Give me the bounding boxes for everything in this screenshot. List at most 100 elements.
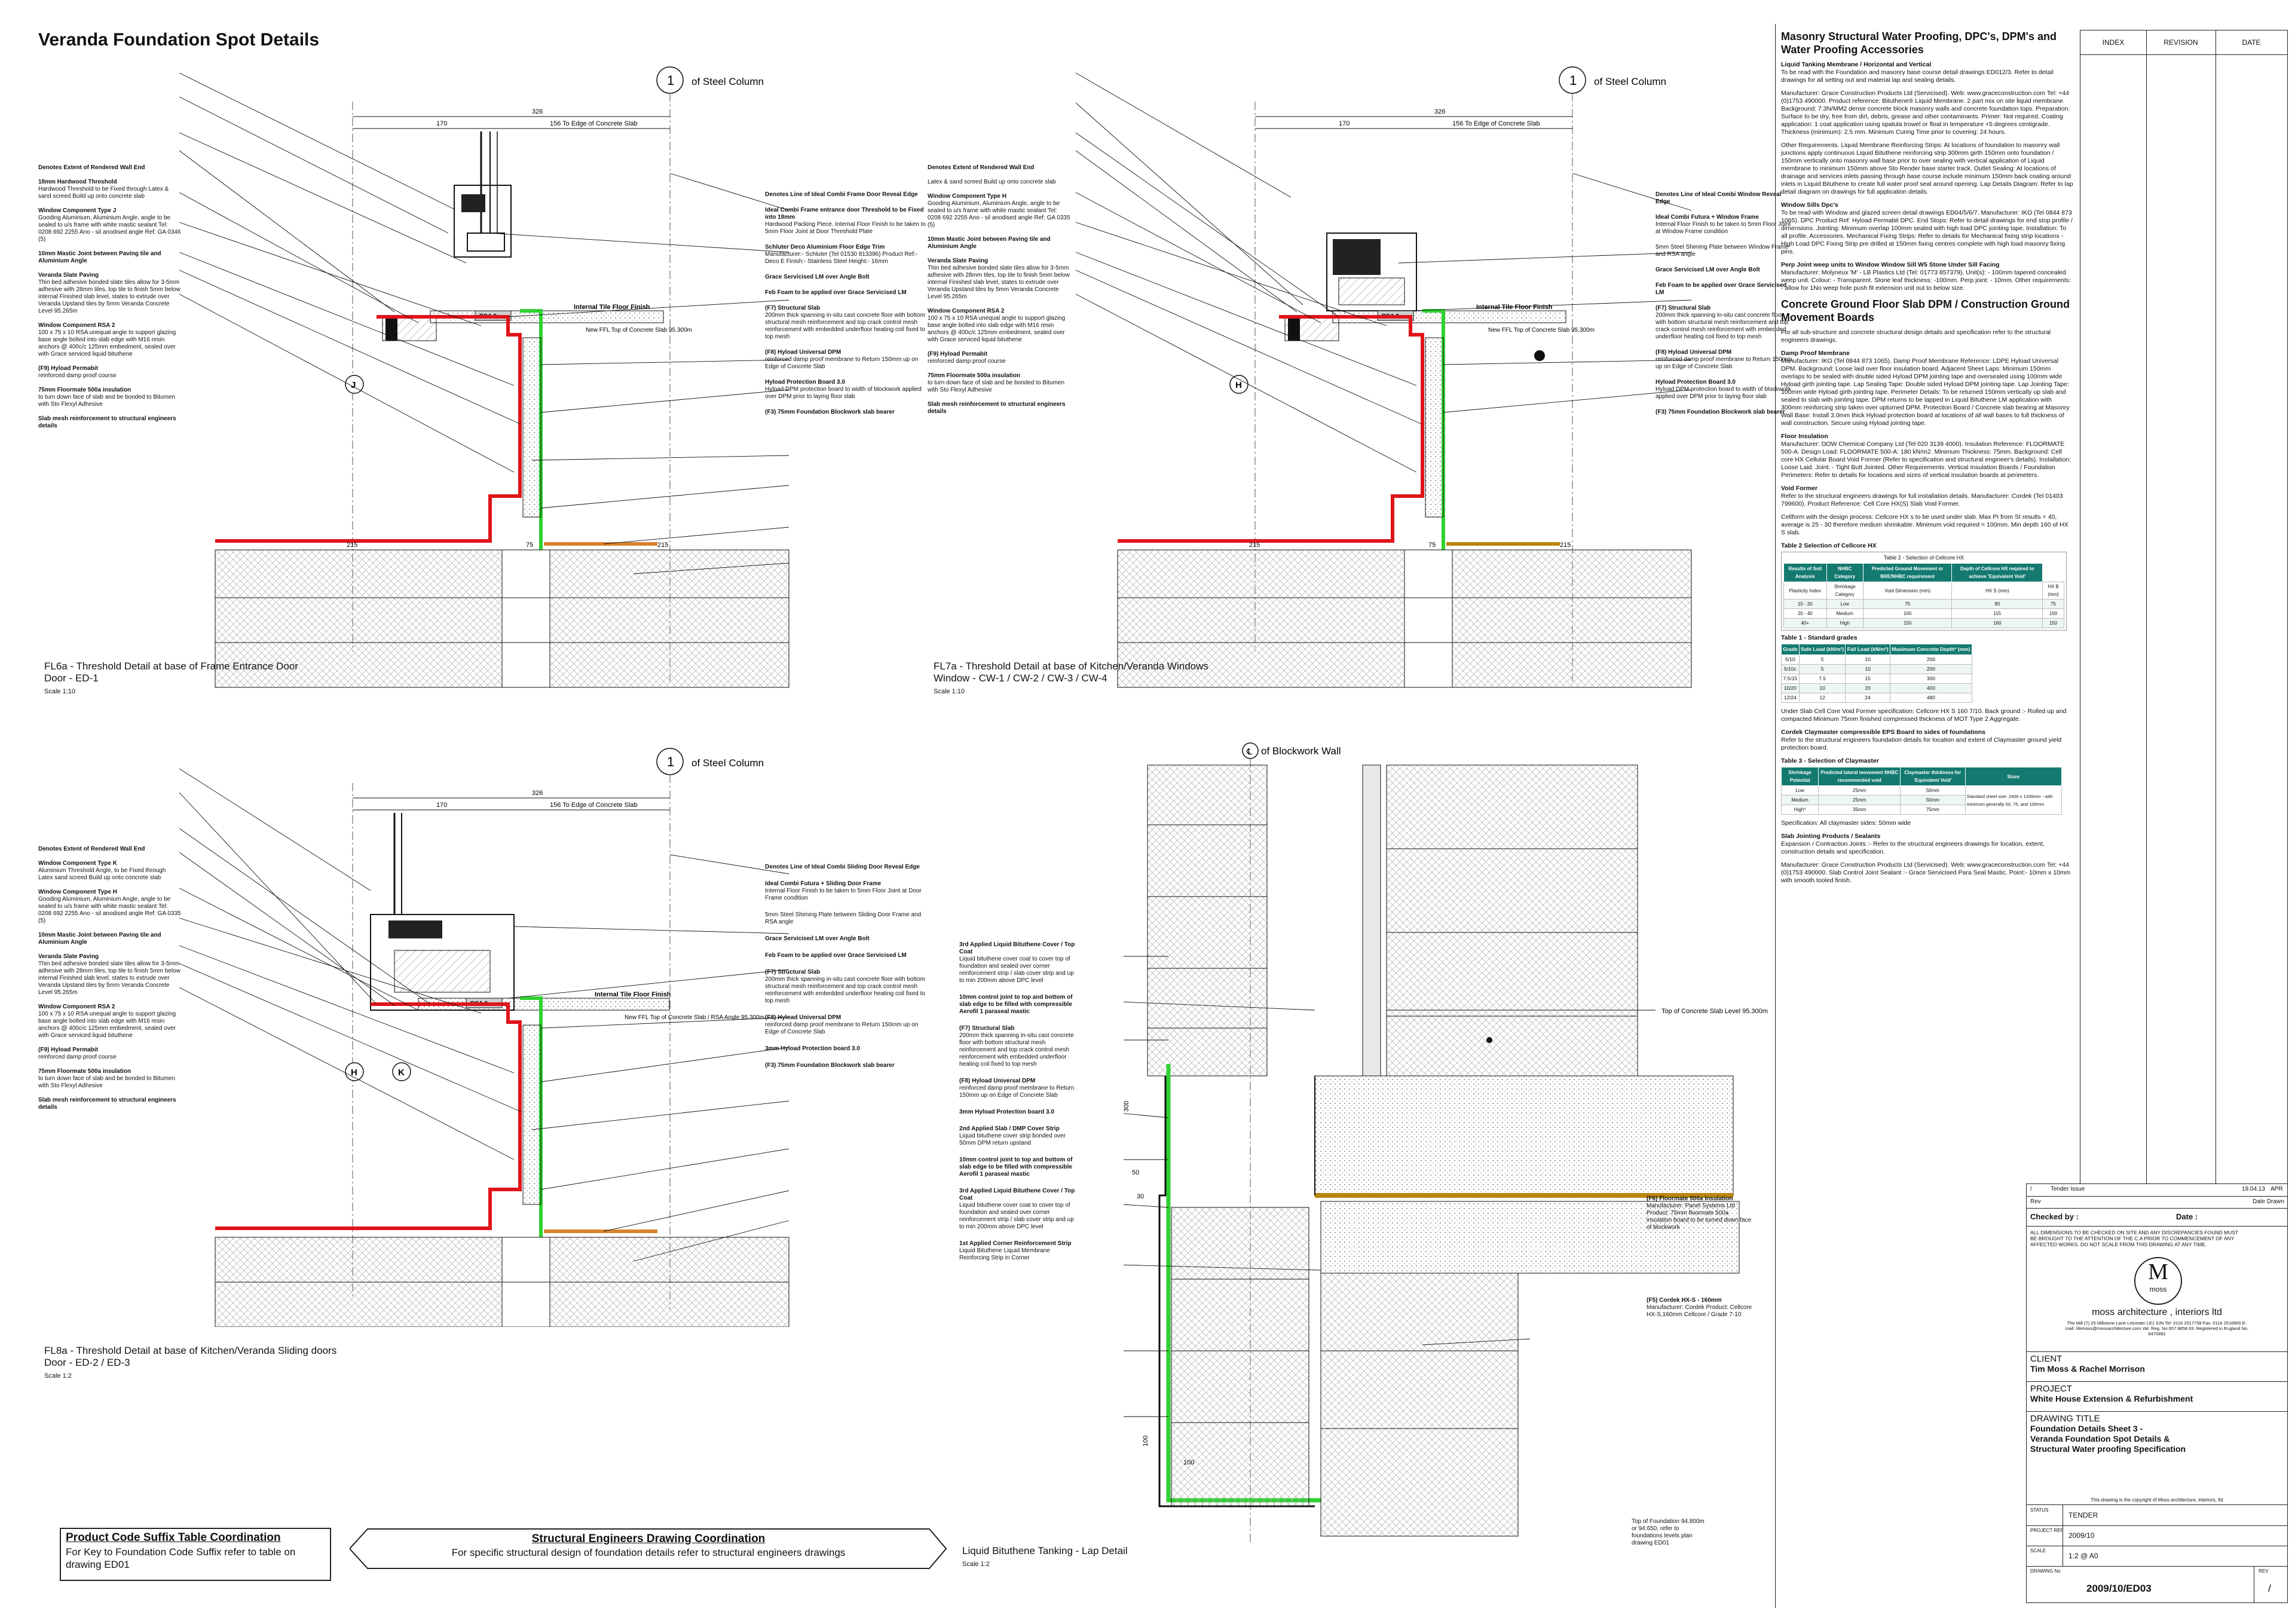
lap-detail-drawing: ℄ of Blockwork Wall Top of Concrete Slab…: [1124, 742, 1768, 1542]
column-label: of Steel Column: [1594, 76, 1666, 87]
fl6a-caption-sub: Door - ED-1: [44, 672, 99, 684]
dim-156: 156 To Edge of Concrete Slab: [1452, 120, 1540, 127]
table-cell: 10: [1845, 664, 1890, 674]
spec-p12: Refer to the structural engineers founda…: [1781, 736, 2062, 751]
dim-30: 30: [1137, 1193, 1144, 1200]
table-cell: 75: [2042, 599, 2064, 609]
drawing-title-label: DRAWING TITLE: [2030, 1414, 2100, 1424]
table-cell: 160: [1951, 618, 2043, 628]
spec-p8-title: Floor Insulation: [1781, 433, 1828, 440]
annotation-title: Slab mesh reinforcement to structural en…: [38, 1097, 176, 1111]
annotation-title: (F6) Floormate 500a Insulation: [1647, 1195, 1733, 1202]
annotation-body: Thin bed adhesive bonded slate tiles all…: [928, 265, 1070, 300]
detail-fl7a-drawing: 1 of Steel Column 326 170 156 To Edge of…: [1075, 66, 1692, 688]
table-cell: 15: [1845, 674, 1890, 684]
slab-level: Top of Concrete Slab Level 95.300m: [1661, 1008, 1768, 1015]
fl8a-caption-sub: Door - ED-2 / ED-3: [44, 1357, 130, 1368]
annotation-note: Denotes Extent of Rendered Wall End: [38, 164, 182, 172]
column-number: 1: [667, 73, 674, 88]
drawing-title-1: Foundation Details Sheet 3 -: [2030, 1424, 2143, 1433]
dim-100a: 100: [1183, 1459, 1194, 1466]
annotation-body: 100 x 75 x 10 RSA unequal angle to suppo…: [38, 1011, 176, 1039]
annotation-body: 200mm thick spanning in-situ cast concre…: [765, 312, 925, 340]
annotation-title: Veranda Slate Paving: [38, 953, 99, 960]
table-cell: 12: [1798, 693, 1846, 703]
annotation-note: Denotes Line of Ideal Combi Window Revea…: [1656, 191, 1793, 206]
annotation-body: 5mm Steel Shiming Plate between Window F…: [1656, 244, 1789, 258]
dim-326: 326: [532, 790, 543, 797]
fl8a-caption: FL8a - Threshold Detail at base of Kitch…: [44, 1345, 336, 1382]
annotation-body: Hyload DPM protection board to width of …: [1656, 386, 1791, 400]
dim-75: 75: [1428, 542, 1436, 549]
annotation-title: (F8) Hyload Universal DPM: [1656, 349, 1732, 356]
annotation-note: 5mm Steel Shiming Plate between Sliding …: [765, 912, 926, 926]
annotation-body: Latex & sand screed Build up onto concre…: [928, 179, 1056, 185]
fl7a-caption-sub: Window - CW-1 / CW-2 / CW-3 / CW-4: [934, 672, 1107, 684]
table-header-cell: Predicted lateral movement NHBC recommen…: [1818, 767, 1901, 786]
annotation-body: 200mm thick spanning in-situ cast concre…: [1656, 312, 1789, 340]
annotation-body: 200mm thick spanning in-situ cast concre…: [765, 976, 925, 1004]
date-label: Date :: [2176, 1212, 2198, 1221]
table-cell: HX S (mm): [1951, 582, 2043, 600]
annotation-note: Denotes Extent of Rendered Wall End: [38, 846, 182, 853]
scale-value: 1:2 @ A0: [2068, 1552, 2098, 1560]
dim-215b: 215: [1560, 542, 1571, 549]
annotation-title: 3rd Applied Liquid Bituthene Cover / Top…: [959, 1188, 1075, 1201]
table-cell: 35mm: [1818, 805, 1901, 815]
dim-170: 170: [436, 802, 447, 809]
annotation-title: Denotes Extent of Rendered Wall End: [928, 164, 1035, 171]
spec-p4-title: Window Sills Dpc's: [1781, 201, 1838, 209]
fl7a-caption: FL7a - Threshold Detail at base of Kitch…: [934, 660, 1208, 698]
specification-column: Masonry Structural Water Proofing, DPC's…: [1780, 30, 2074, 890]
column-label: of Steel Column: [691, 757, 764, 769]
copyright-note: This drawing is the copyright of Moss ar…: [2091, 1497, 2223, 1503]
annotation-note: 10mm Mastic Joint between Paving tile an…: [38, 250, 182, 265]
wall-label: of Blockwork Wall: [1261, 745, 1341, 757]
annotation-note: 3rd Applied Liquid Bituthene Cover / Top…: [959, 941, 1079, 984]
table-cell: Shrinkage Category: [1826, 582, 1863, 600]
disclaimer: ALL DIMENSIONS TO BE CHECKED ON SITE AND…: [2030, 1230, 2238, 1247]
detail-fl8a-drawing: 1 of Steel Column 326 170 156 To Edge of…: [179, 748, 790, 1327]
annotation-note: (F3) 75mm Foundation Blockwork slab bear…: [765, 409, 926, 416]
spec-p2: Manufacturer: Grace Construction Product…: [1781, 90, 2070, 136]
table-header-cell: Maximum Concrete Depth* (mm): [1889, 644, 1973, 655]
annotation-note: (F3) 75mm Foundation Blockwork slab bear…: [1656, 409, 1793, 416]
spec-p11: Under Slab Cell Core Void Former specifi…: [1781, 708, 2067, 723]
column-number: 1: [1569, 73, 1577, 88]
table-cell: Plasticity Index: [1783, 582, 1827, 600]
annotation-title: Window Component RSA 2: [38, 322, 115, 329]
annotation-body: reinforced damp proof membrane to Return…: [1656, 356, 1792, 370]
table-cell: 40+: [1783, 618, 1827, 628]
checked-by-label: Checked by :: [2030, 1212, 2079, 1221]
annotation-title: (F9) Hyload Permabit: [38, 1047, 99, 1053]
annotation-note: 3mm Hyload Protection board 3.0: [765, 1045, 926, 1053]
table-header-cell: Depth of Cellcore HX required to achieve…: [1951, 563, 2043, 582]
table-cell: 400: [1889, 683, 1973, 693]
annotation-note: Slab mesh reinforcement to structural en…: [38, 415, 182, 430]
lap-notes-left: 3rd Applied Liquid Bituthene Cover / Top…: [959, 941, 1079, 1271]
annotation-title: (F8) Hyload Universal DPM: [765, 349, 842, 356]
dim-156: 156 To Edge of Concrete Slab: [550, 120, 638, 127]
annotation-title: Denotes Line of Ideal Combi Frame Door R…: [765, 191, 918, 198]
annotation-title: Ideal Combi Futura + Window Frame: [1656, 214, 1759, 221]
dim-326: 326: [532, 108, 543, 115]
column-label: of Steel Column: [691, 76, 764, 87]
